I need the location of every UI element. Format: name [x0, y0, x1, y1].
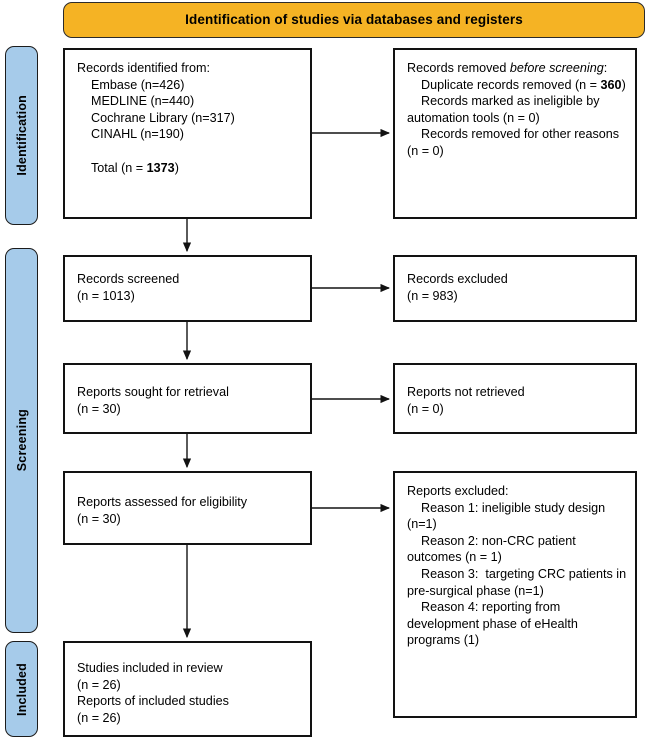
box-records-identified-text: Records identified from: Embase (n=426) … — [77, 60, 302, 176]
reports-not-retrieved-label: Reports not retrieved — [407, 385, 525, 399]
box-reports-sought-text: Reports sought for retrieval (n = 30) — [77, 384, 302, 417]
exclusion-reason-2: Reason 2: non-CRC patient outcomes (n = … — [407, 533, 580, 565]
records-excluded-label: Records excluded — [407, 272, 508, 286]
reports-sought-count: (n = 30) — [77, 401, 121, 416]
phase-label-included-text: Included — [14, 662, 29, 716]
removed-heading-italic: before screening — [509, 61, 604, 75]
box-records-removed-before-screening: Records removed before screening: Duplic… — [393, 48, 637, 219]
exclusion-reason-1: Reason 1: ineligible study design (n=1) — [407, 500, 609, 532]
box-reports-assessed-for-eligibility: Reports assessed for eligibility (n = 30… — [63, 471, 312, 545]
box-records-removed-text: Records removed before screening: Duplic… — [407, 60, 627, 160]
reports-excluded-heading: Reports excluded: — [407, 484, 509, 498]
box-reports-sought-for-retrieval: Reports sought for retrieval (n = 30) — [63, 363, 312, 434]
removed-heading-suffix: : — [603, 61, 608, 75]
phase-label-screening: Screening — [5, 248, 38, 633]
box-reports-excluded-reasons: Reports excluded: Reason 1: ineligible s… — [393, 471, 637, 718]
box-studies-included: Studies included in review (n = 26) Repo… — [63, 641, 312, 737]
reports-included-count: (n = 26) — [77, 710, 121, 725]
records-identified-heading: Records identified from: — [77, 61, 210, 75]
reports-not-retrieved-count: (n = 0) — [407, 401, 444, 416]
reports-included-label: Reports of included studies — [77, 694, 229, 709]
records-excluded-count: (n = 983) — [407, 288, 458, 303]
removed-other-reasons: Records removed for other reasons (n = 0… — [407, 127, 623, 158]
studies-included-count: (n = 26) — [77, 677, 121, 692]
exclusion-reason-4: Reason 4: reporting from development pha… — [407, 600, 582, 648]
box-records-screened: Records screened (n = 1013) — [63, 255, 312, 322]
box-records-screened-text: Records screened (n = 1013) — [77, 271, 302, 304]
duplicate-removed-prefix: Duplicate records removed (n = — [421, 77, 601, 92]
phase-label-included: Included — [5, 641, 38, 737]
source-medline: MEDLINE (n=440) — [91, 94, 195, 109]
reports-assessed-count: (n = 30) — [77, 511, 121, 526]
source-cochrane: Cochrane Library (n=317) — [91, 110, 235, 125]
source-embase: Embase (n=426) — [91, 77, 185, 92]
reports-sought-label: Reports sought for retrieval — [77, 385, 229, 399]
removed-automation-tools: Records marked as ineligible by automati… — [407, 94, 603, 125]
exclusion-reason-3: Reason 3: targeting CRC patients in pre-… — [407, 566, 630, 598]
removed-heading-plain: Records removed — [407, 61, 510, 75]
records-screened-count: (n = 1013) — [77, 288, 135, 303]
phase-label-identification-text: Identification — [14, 95, 29, 176]
reports-assessed-label: Reports assessed for eligibility — [77, 495, 248, 509]
box-reports-excluded-text: Reports excluded: Reason 1: ineligible s… — [407, 483, 627, 649]
box-records-identified: Records identified from: Embase (n=426) … — [63, 48, 312, 219]
box-reports-assessed-text: Reports assessed for eligibility (n = 30… — [77, 494, 302, 527]
box-reports-not-retrieved: Reports not retrieved (n = 0) — [393, 363, 637, 434]
box-records-excluded-text: Records excluded (n = 983) — [407, 271, 627, 304]
total-prefix: Total (n = — [91, 160, 147, 175]
box-studies-included-text: Studies included in review (n = 26) Repo… — [77, 660, 302, 726]
total-value: 1373 — [146, 160, 175, 175]
box-reports-not-retrieved-text: Reports not retrieved (n = 0) — [407, 384, 627, 417]
diagram-title: Identification of studies via databases … — [185, 11, 523, 27]
box-records-excluded: Records excluded (n = 983) — [393, 255, 637, 322]
total-suffix: ) — [174, 160, 179, 175]
phase-label-screening-text: Screening — [14, 409, 29, 472]
duplicate-removed-value: 360 — [600, 77, 622, 92]
studies-included-label: Studies included in review — [77, 661, 223, 675]
records-screened-label: Records screened — [77, 272, 180, 286]
diagram-header-banner: Identification of studies via databases … — [63, 2, 645, 38]
phase-label-identification: Identification — [5, 46, 38, 225]
source-cinahl: CINAHL (n=190) — [91, 127, 184, 142]
duplicate-removed-suffix: ) — [621, 77, 626, 92]
